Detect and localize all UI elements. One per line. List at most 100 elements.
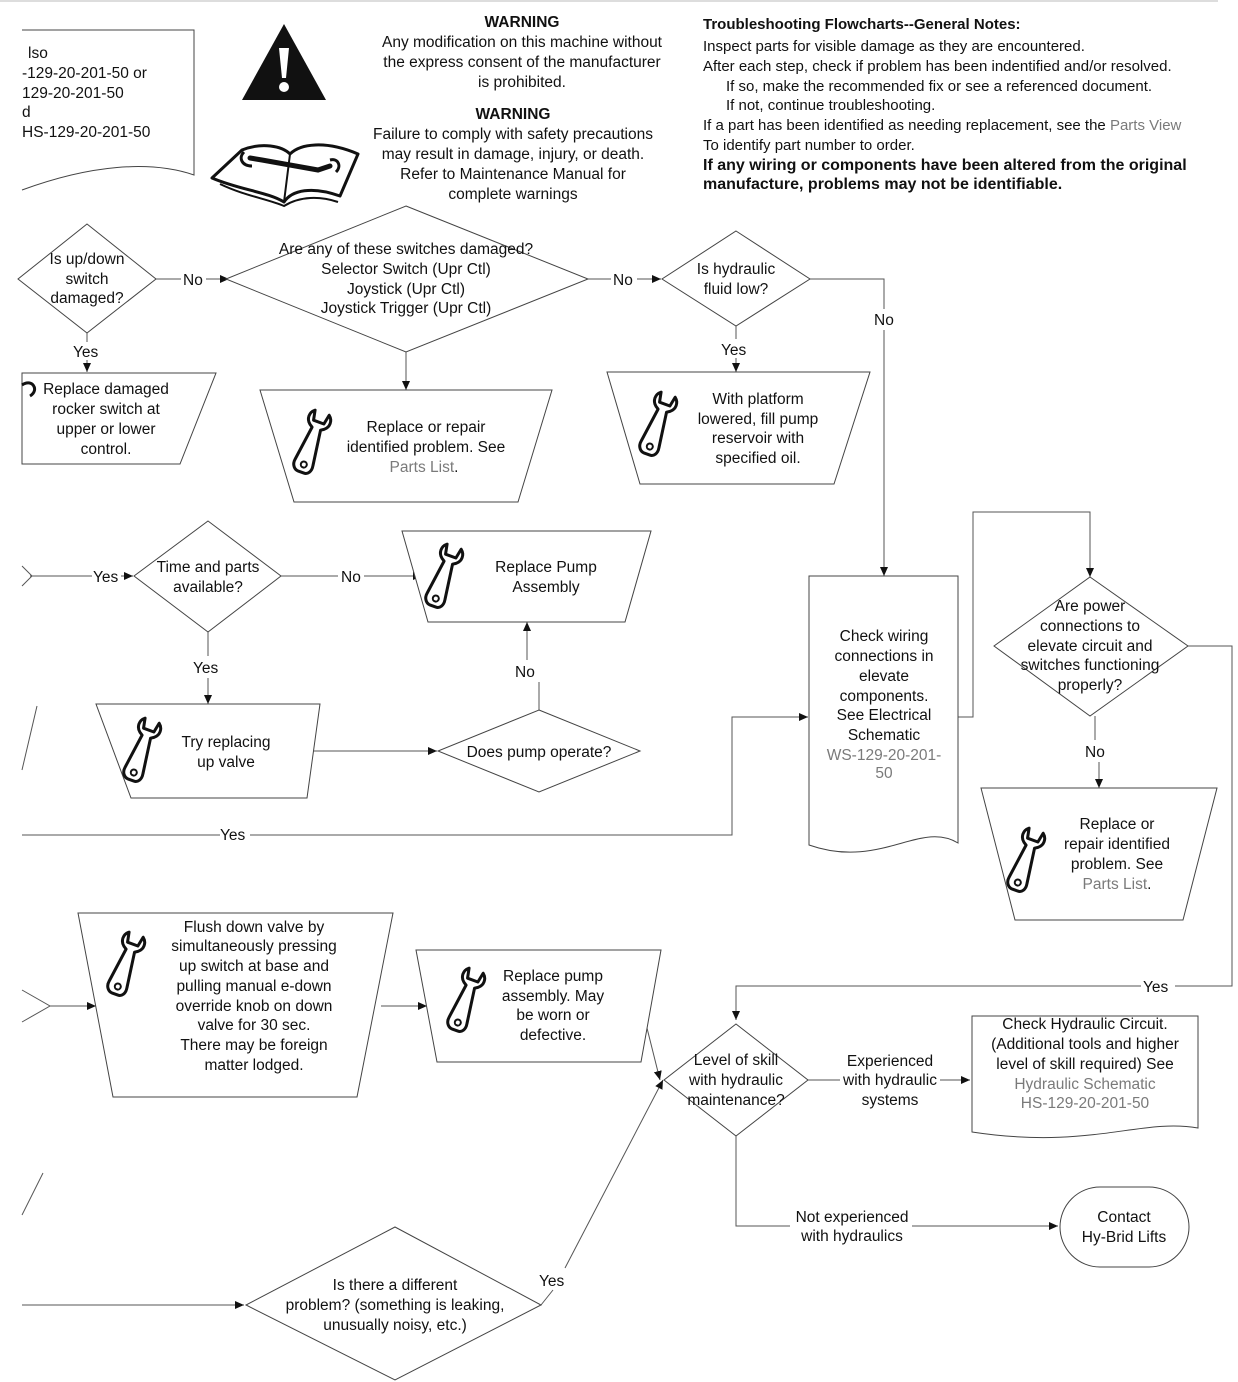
- svg-text:connections in: connections in: [834, 648, 933, 665]
- connector-labels: No Yes No Yes No Yes No Yes No Yes No Ye…: [73, 272, 1169, 1290]
- partial-doc-line: HS-129-20-201-50: [22, 124, 151, 141]
- svg-text:upper or lower: upper or lower: [56, 421, 155, 438]
- svg-text:Replace or repair: Replace or repair: [367, 419, 486, 436]
- svg-text:Is hydraulic: Is hydraulic: [697, 261, 776, 278]
- label-yes: Yes: [1143, 979, 1169, 996]
- label-no: No: [515, 664, 535, 681]
- svg-text:Flush down valve by: Flush down valve by: [184, 919, 325, 936]
- svg-text:up switch at base and: up switch at base and: [179, 958, 329, 975]
- svg-text:Hy-Brid Lifts: Hy-Brid Lifts: [1082, 1229, 1167, 1246]
- partial-doc-line: d: [22, 104, 31, 121]
- svg-text:Joystick (Upr Ctl): Joystick (Upr Ctl): [347, 281, 465, 298]
- svg-text:Selector Switch (Upr Ctl): Selector Switch (Upr Ctl): [321, 261, 491, 278]
- svg-text:control.: control.: [81, 441, 132, 458]
- process-flush-down-valve: Flush down valve by simultaneously press…: [77, 912, 394, 1098]
- svg-text:Is up/down: Is up/down: [50, 251, 125, 268]
- svg-text:damaged?: damaged?: [50, 290, 124, 307]
- decision-skill-level: Level of skill with hydraulic maintenanc…: [663, 1023, 809, 1137]
- partial-doc-line: lso: [28, 45, 48, 62]
- svg-text:Is there a different: Is there a different: [333, 1277, 458, 1294]
- svg-text:Replace damaged: Replace damaged: [43, 381, 169, 398]
- decision-time-parts: Time and parts available?: [133, 520, 282, 633]
- connectors: [21, 275, 1233, 1309]
- warning-title: WARNING: [485, 14, 560, 31]
- process-try-up-valve: Try replacing up valve: [95, 703, 321, 799]
- notes-bold-line: manufacture, problems may not be identif…: [703, 176, 1062, 193]
- parts-list-link: Parts List.: [1083, 876, 1152, 893]
- warning-line: the express consent of the manufacturer: [383, 54, 660, 71]
- svg-text:switch: switch: [65, 271, 108, 288]
- svg-text:switches functioning: switches functioning: [1021, 657, 1160, 674]
- svg-text:systems: systems: [862, 1092, 919, 1109]
- notes-line: After each step, check if problem has be…: [703, 58, 1172, 75]
- svg-text:See Electrical: See Electrical: [837, 707, 932, 724]
- partial-doc-line: -129-20-201-50 or: [22, 65, 147, 82]
- svg-text:valve for 30 sec.: valve for 30 sec.: [198, 1017, 311, 1034]
- notes-title: Troubleshooting Flowcharts--General Note…: [703, 16, 1021, 33]
- label-yes: Yes: [73, 344, 99, 361]
- label-no: No: [874, 312, 894, 329]
- hydraulic-schematic-link: Hydraulic Schematic: [1014, 1076, 1156, 1093]
- svg-text:Check Hydraulic Circuit.: Check Hydraulic Circuit.: [1002, 1016, 1167, 1033]
- label-no: No: [613, 272, 633, 289]
- svg-text:problem. See: problem. See: [1071, 856, 1163, 873]
- svg-text:assembly. May: assembly. May: [502, 988, 604, 1005]
- decision-switches-damaged: Are any of these switches damaged? Selec…: [224, 205, 590, 353]
- svg-text:(Additional tools and higher: (Additional tools and higher: [991, 1036, 1179, 1053]
- svg-text:Are any of these switches dama: Are any of these switches damaged?: [279, 241, 534, 258]
- svg-text:pulling manual e-down: pulling manual e-down: [176, 978, 331, 995]
- label-no: No: [183, 272, 203, 289]
- svg-text:There may be foreign: There may be foreign: [180, 1037, 327, 1054]
- svg-text:rocker switch at: rocker switch at: [52, 401, 160, 418]
- process-replace-rocker: Replace damaged rocker switch at upper o…: [21, 372, 217, 465]
- svg-text:Does pump operate?: Does pump operate?: [467, 744, 612, 761]
- svg-text:identified problem. See: identified problem. See: [347, 439, 506, 456]
- label-no: No: [341, 569, 361, 586]
- svg-text:unusually noisy, etc.): unusually noisy, etc.): [323, 1317, 467, 1334]
- terminator-contact: Contact Hy-Brid Lifts: [1059, 1186, 1190, 1268]
- svg-text:be worn or: be worn or: [516, 1007, 589, 1024]
- wiring-schematic-link: 50: [875, 765, 893, 782]
- label-yes: Yes: [721, 342, 747, 359]
- label-yes: Yes: [220, 827, 246, 844]
- notes-bold-line: If any wiring or components have been al…: [703, 157, 1187, 174]
- svg-text:Assembly: Assembly: [512, 579, 579, 596]
- parts-list-link: Parts List.: [390, 459, 459, 476]
- svg-text:Check wiring: Check wiring: [840, 628, 929, 645]
- label-yes: Yes: [93, 569, 119, 586]
- process-replace-repair-1: Replace or repair identified problem. Se…: [259, 389, 553, 503]
- notes-line: If a part has been identified as needing…: [703, 117, 1182, 134]
- svg-text:Time and parts: Time and parts: [157, 559, 260, 576]
- svg-text:Contact: Contact: [1097, 1209, 1151, 1226]
- svg-text:with hydraulics: with hydraulics: [800, 1228, 903, 1245]
- svg-text:Replace or: Replace or: [1080, 816, 1155, 833]
- general-notes: Troubleshooting Flowcharts--General Note…: [703, 16, 1187, 193]
- svg-text:Replace Pump: Replace Pump: [495, 559, 597, 576]
- decision-fluid-low: Is hydraulic fluid low?: [661, 230, 811, 327]
- warning-block-1: WARNING Any modification on this machine…: [382, 14, 663, 91]
- svg-text:Experienced: Experienced: [847, 1053, 933, 1070]
- decision-power-connections: Are power connections to elevate circuit…: [993, 576, 1189, 717]
- svg-text:matter lodged.: matter lodged.: [204, 1057, 303, 1074]
- svg-text:Try replacing: Try replacing: [181, 734, 270, 751]
- svg-text:maintenance?: maintenance?: [687, 1092, 785, 1109]
- svg-text:simultaneously pressing: simultaneously pressing: [171, 938, 336, 955]
- svg-text:reservoir with: reservoir with: [712, 430, 804, 447]
- warning-line: complete warnings: [448, 186, 577, 203]
- svg-text:problem? (something is leaking: problem? (something is leaking,: [286, 1297, 505, 1314]
- svg-text:Not experienced: Not experienced: [796, 1209, 909, 1226]
- svg-text:with hydraulic: with hydraulic: [688, 1072, 783, 1089]
- svg-text:elevate circuit and: elevate circuit and: [1028, 638, 1153, 655]
- wiring-schematic-link: WS-129-20-201-: [827, 747, 942, 764]
- label-not-experienced: Not experienced with hydraulics: [796, 1209, 909, 1245]
- manual-book-wrench-icon: [210, 143, 360, 208]
- svg-text:Joystick Trigger (Upr Ctl): Joystick Trigger (Upr Ctl): [321, 300, 492, 317]
- label-experienced: Experienced with hydraulic systems: [842, 1053, 937, 1109]
- svg-text:repair identified: repair identified: [1064, 836, 1170, 853]
- process-replace-pump-worn: Replace pump assembly. May be worn or de…: [415, 949, 662, 1063]
- notes-line: To identify part number to order.: [703, 137, 915, 154]
- process-replace-repair-2: Replace or repair identified problem. Se…: [980, 787, 1218, 921]
- svg-text:level of skill required) See: level of skill required) See: [996, 1056, 1173, 1073]
- svg-text:up valve: up valve: [197, 754, 255, 771]
